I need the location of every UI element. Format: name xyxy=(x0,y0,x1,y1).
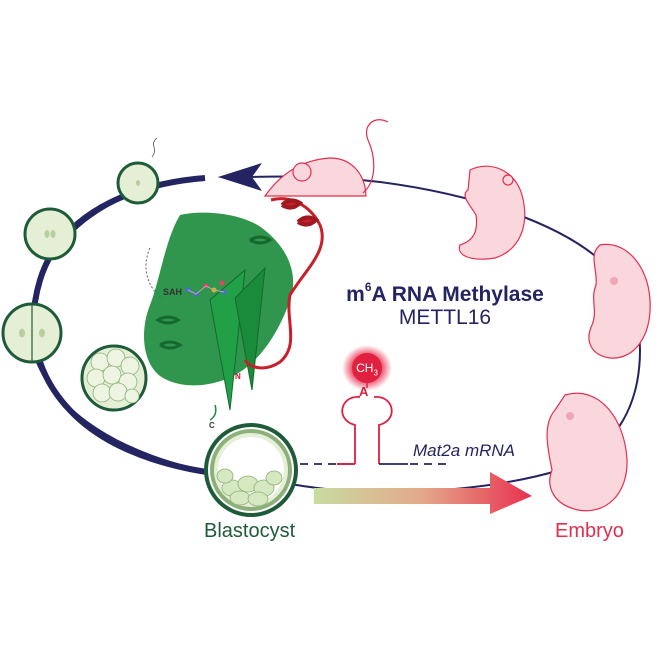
adult-mouse xyxy=(263,119,389,197)
c-terminus-label: C xyxy=(209,421,215,430)
morula xyxy=(80,344,148,412)
mettl16-protein-structure xyxy=(144,197,324,421)
adenosine-label: A xyxy=(359,384,369,399)
enzyme-name: METTL16 xyxy=(398,306,492,329)
blastocyst xyxy=(204,423,298,517)
development-arrow xyxy=(314,472,532,514)
mat2a-hairpin xyxy=(300,345,446,465)
methyl-group-label: CH3 xyxy=(356,361,378,378)
mrna-label: Mat2a mRNA xyxy=(413,441,516,460)
blastocyst-label: Blastocyst xyxy=(204,520,296,542)
zygote-cell xyxy=(116,137,160,205)
embryo xyxy=(546,392,628,512)
sah-label: SAH xyxy=(163,287,183,297)
two-cell-embryo xyxy=(1,302,63,364)
late-embryo xyxy=(588,243,651,359)
embryo-label: Embryo xyxy=(555,520,624,542)
cycle-arrowhead-icon xyxy=(218,163,262,191)
sah-ligand xyxy=(185,280,227,297)
two-pronuclei-cell xyxy=(23,207,77,261)
pup xyxy=(458,165,526,260)
enzyme-title: m6A RNA Methylase xyxy=(346,280,544,306)
n-terminus-label: N xyxy=(235,372,241,381)
